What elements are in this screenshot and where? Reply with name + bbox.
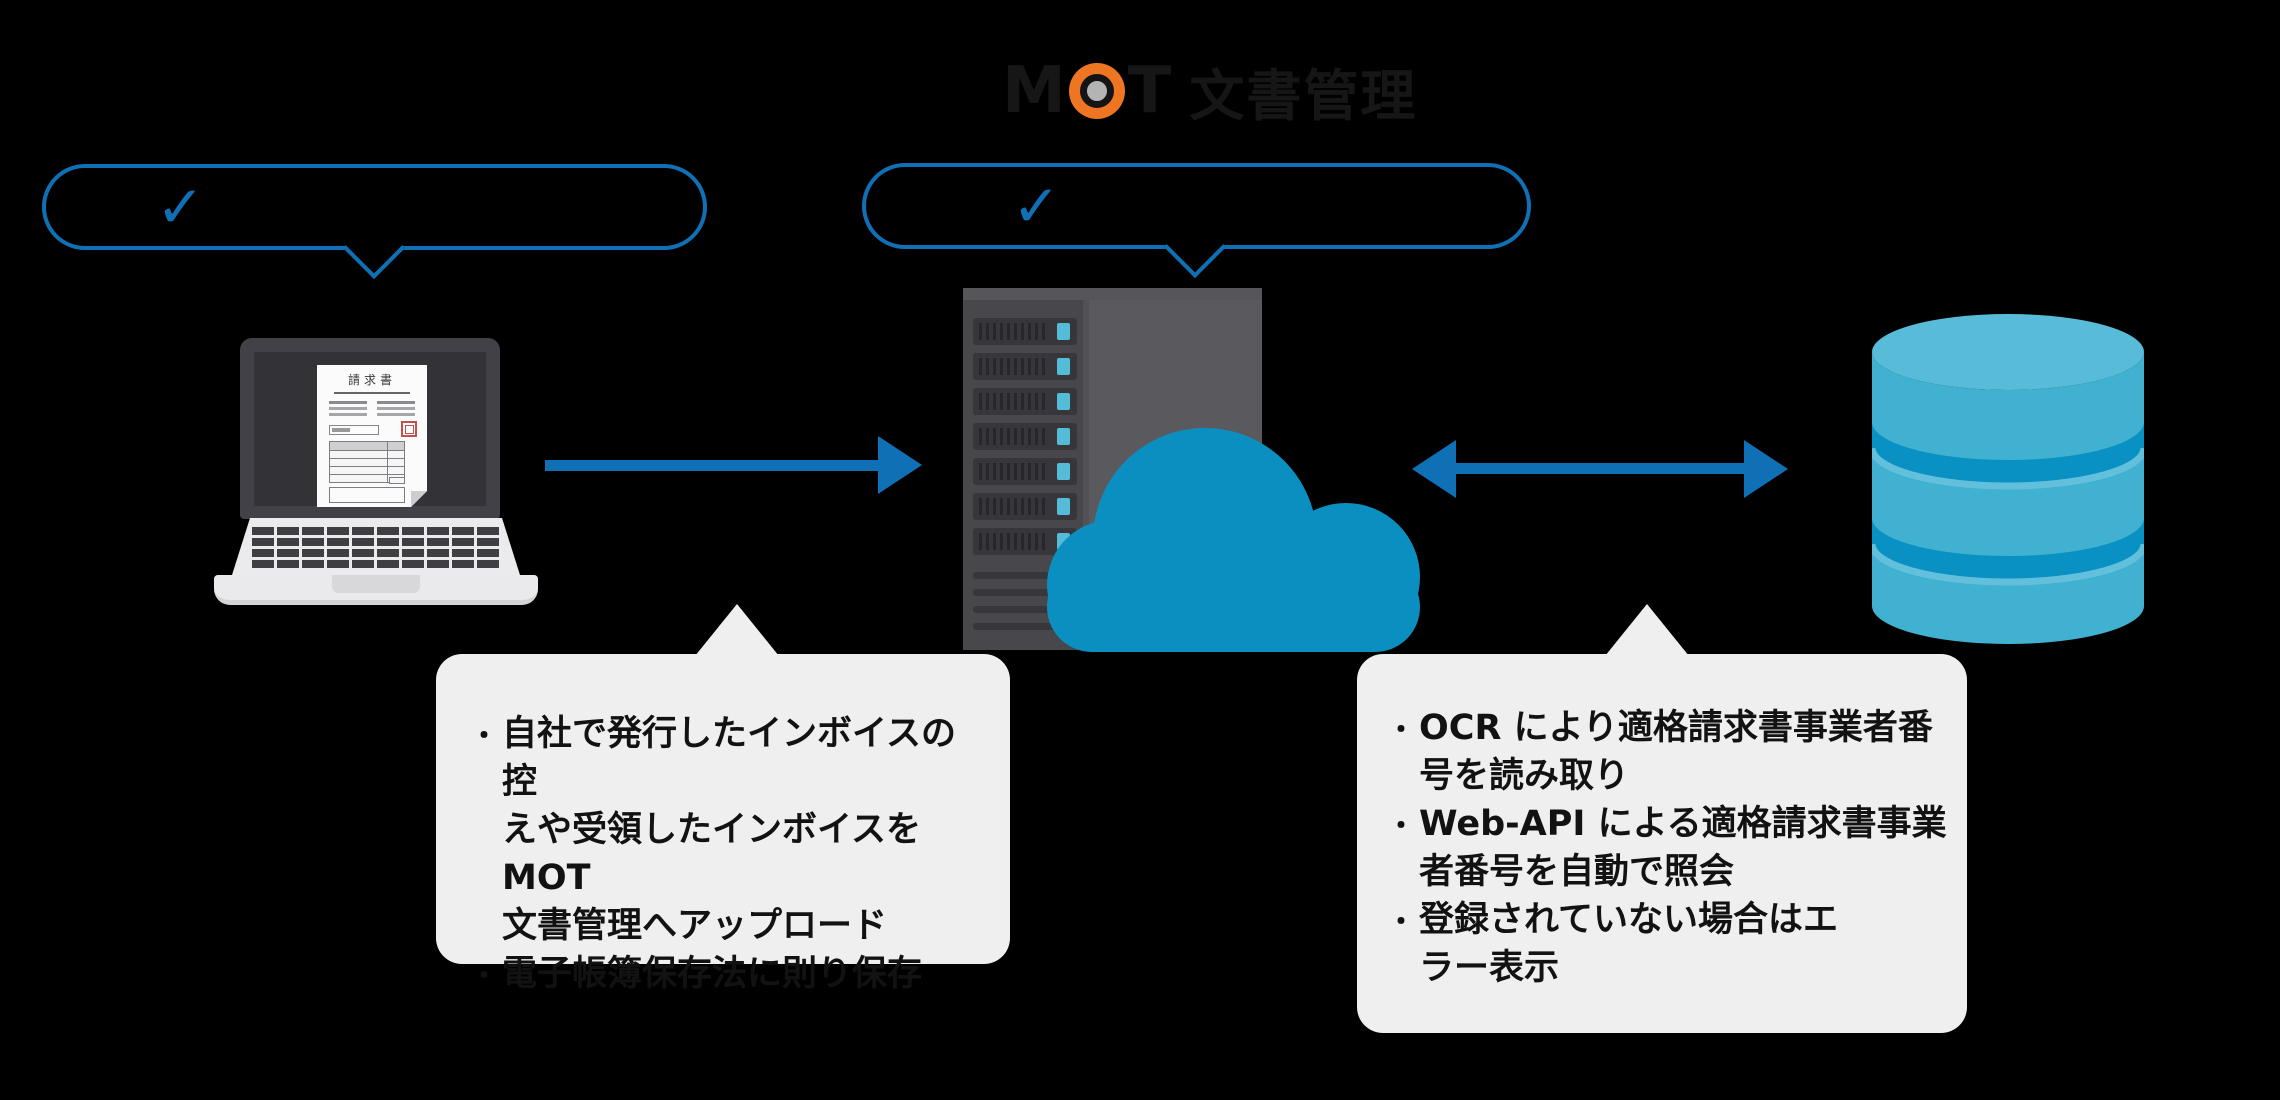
server-vent-slat [973,589,1077,596]
bullet-icon: ・ [1387,809,1416,842]
server-drive-bay [973,318,1077,345]
bullet-icon: ・ [470,719,499,752]
text-line: Web-API による適格請求書事業 [1419,804,1947,844]
server-drive-bay [973,493,1077,520]
list-item-text: Web-API による適格請求書事業 者番号を自動で照会 [1419,800,1947,896]
server-vent-slat [973,623,1077,630]
list-item: ・ Web-API による適格請求書事業 者番号を自動で照会 [1387,800,1947,896]
server-drive-bay [973,353,1077,380]
logo-o-icon [1068,63,1125,119]
list-item: ・ 自社で発行したインボイスの控 えや受領したインボイスを MOT 文書管理へア… [470,710,986,950]
server-vent-slat [973,606,1077,613]
keyboard-keys [252,525,500,568]
invoice-document: 請求書 [317,365,427,507]
database-icon [1872,314,2144,644]
callout-tail-down [342,216,406,280]
invoice-recipient-lines [377,401,415,419]
arrow-shaft [1456,463,1744,474]
callout-tail-down [1163,215,1227,279]
text-line: えや受領したインボイスを MOT [502,810,921,898]
product-name: 文書管理 [1189,64,1418,128]
invoice-title: 請求書 [347,373,396,387]
note-tail-up [695,604,779,656]
invoice-sender-lines [329,401,367,419]
text-line: ラー表示 [1419,948,1560,988]
text-line: 電子帳簿保存法に則り保存 [502,954,923,994]
arrow-head-right [1744,440,1788,498]
note-tail-up [1605,604,1689,656]
server-drive-bay [973,388,1077,415]
logo-letter-m: M [1002,54,1066,128]
invoice-remarks-box [329,487,405,503]
invoice-total-cell [389,477,405,484]
note-upload-list: ・ 自社で発行したインボイスの控 えや受領したインボイスを MOT 文書管理へア… [436,654,1010,1000]
bullet-icon: ・ [1387,905,1416,938]
invoice-table-row [329,458,405,467]
logo-letter-t: T [1127,54,1172,128]
list-item: ・ OCR により適格請求書事業者番 号を読み取り [1387,704,1947,800]
laptop-base [214,575,538,605]
text-line: 自社で発行したインボイスの控 [502,714,956,802]
invoice-title-underline [334,392,410,394]
list-item-text: OCR により適格請求書事業者番 号を読み取り [1419,704,1933,800]
arrow-head-right [878,436,922,494]
callout-bubble-left: ✓ [42,164,707,280]
callout-bubble-right: ✓ [862,163,1531,279]
server-vent-slat [973,572,1077,579]
logo-o-core [1079,74,1114,108]
text-line: 号を読み取り [1419,756,1630,796]
invoice-amount-field [329,425,379,435]
checkmark-icon: ✓ [156,173,205,241]
invoice-table [329,441,405,483]
bullet-icon: ・ [1387,713,1416,746]
page-title: M T 文書管理 [1002,52,1417,130]
server-drive-bay [973,423,1077,450]
list-item-text: 登録されていない場合はエ ラー表示 [1419,896,1838,992]
list-item-text: 電子帳簿保存法に則り保存 [502,950,922,1000]
note-upload: ・ 自社で発行したインボイスの控 えや受領したインボイスを MOT 文書管理へア… [436,604,1010,994]
invoice-table-header [329,441,405,451]
cloud-base [1047,562,1420,652]
text-line: 登録されていない場合はエ [1419,900,1838,940]
trackpad [332,575,420,593]
server-drive-bay [973,458,1077,485]
arrow-head-left [1412,440,1456,498]
list-item: ・ 電子帳簿保存法に則り保存 [470,950,986,1000]
note-ocr-api: ・ OCR により適格請求書事業者番 号を読み取り ・ Web-API による適… [1357,604,1967,1033]
page-fold-corner [411,491,427,507]
list-item-text: 自社で発行したインボイスの控 えや受領したインボイスを MOT 文書管理へアップ… [502,710,986,950]
invoice-table-row [329,450,405,459]
checkmark-icon: ✓ [1012,172,1061,240]
text-line: 文書管理へアップロード [502,906,888,946]
invoice-table-row [329,466,405,475]
list-item: ・ 登録されていない場合はエ ラー表示 [1387,896,1947,992]
arrow-shaft [545,460,880,471]
red-seal-stamp-icon [401,421,417,437]
text-line: 者番号を自動で照会 [1419,852,1735,892]
laptop-keyboard [232,518,520,575]
text-line: OCR により適格請求書事業者番 [1419,708,1933,748]
note-ocr-api-list: ・ OCR により適格請求書事業者番 号を読み取り ・ Web-API による適… [1357,654,1967,992]
bullet-icon: ・ [470,959,499,992]
